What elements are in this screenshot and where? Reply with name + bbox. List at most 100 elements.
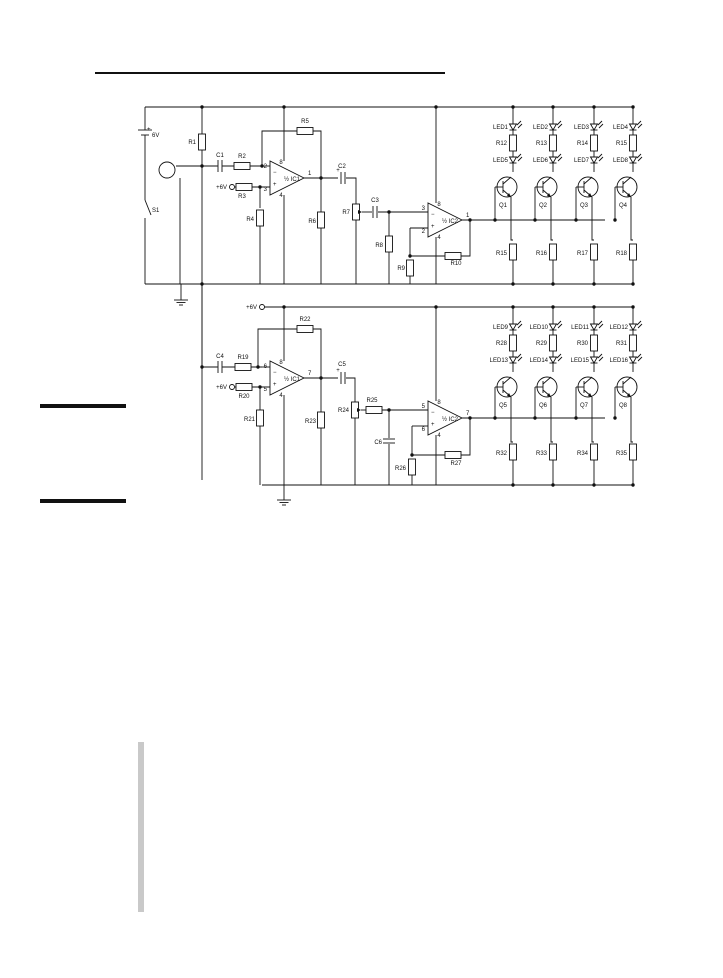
transistor-collector (502, 176, 512, 185)
top-ic2-pin-label: 3 (422, 206, 426, 212)
resistor-r26 (408, 458, 416, 476)
led-label-led14: LED14 (530, 358, 549, 364)
emitter-wire (550, 197, 553, 241)
bottom-ic1-opamp-label: ½ IC1 (284, 376, 301, 383)
resistor-r34 (590, 443, 598, 461)
resistor-label-r3: R3 (238, 194, 246, 200)
led-led12 (628, 323, 638, 331)
transistor-collector (622, 176, 632, 185)
led-led5 (508, 156, 518, 164)
junction-dot (631, 305, 635, 309)
junction-dot (408, 254, 412, 258)
junction-dot (551, 305, 555, 309)
header-rule (95, 72, 445, 74)
led-label-led6: LED6 (533, 158, 549, 164)
resistor-r12 (509, 134, 517, 152)
bottom-ic1-pin-label: 5 (264, 387, 268, 393)
resistor-r17 (590, 243, 598, 261)
junction-dot (434, 305, 438, 309)
resistor-r23 (317, 411, 325, 429)
led-ray (517, 123, 523, 129)
transistor-arrow (507, 393, 511, 397)
led-label-led2: LED2 (533, 125, 549, 131)
resistor-r22 (296, 325, 314, 333)
resistor-label-r2: R2 (238, 154, 246, 160)
emitter-wire (630, 397, 633, 443)
resistor-r25 (365, 406, 383, 414)
resistor-label-r32: R32 (496, 451, 508, 457)
resistor-r29 (549, 334, 557, 352)
junction-dot (533, 416, 537, 420)
resistor-r2 (233, 162, 251, 170)
junction-dot (319, 376, 323, 380)
junctions (200, 105, 635, 487)
resistor-label-r13: R13 (536, 141, 548, 147)
resistor-label-r4: R4 (246, 217, 254, 223)
led-led8 (628, 156, 638, 164)
top-ic1-pin-label: 3 (264, 187, 268, 193)
margin-rule-lower (40, 499, 126, 503)
led-ray (556, 120, 562, 126)
resistor-label-r19: R19 (237, 355, 249, 361)
bottom-ic2-opamp-plus: + (431, 422, 435, 428)
bottom-feedback-out (313, 328, 322, 378)
resistor-label-r25: R25 (366, 398, 378, 404)
capacitor-label-c5: C5 (338, 362, 346, 368)
capacitor-gap (217, 160, 223, 172)
resistor-label-r22: R22 (299, 317, 311, 323)
top-ic1-opamp-minus: − (273, 170, 277, 176)
c2-out (346, 177, 357, 204)
top-ic2-opamp-minus: − (431, 212, 435, 218)
resistor-label-r15: R15 (616, 141, 628, 147)
junction-dot (592, 282, 596, 286)
input-label: +6V (216, 185, 227, 191)
junction-dot (574, 218, 578, 222)
bottom-ic2-pin-label: 4 (437, 433, 441, 439)
top-ic1-pin-label: 4 (279, 193, 283, 199)
resistor-r14 (590, 134, 598, 152)
sidebar-shade-bar (138, 742, 144, 912)
junction-dot (200, 282, 204, 286)
bottom-ic1-pin-label: 6 (264, 364, 268, 370)
junction-dot (511, 305, 515, 309)
led-ray (557, 123, 563, 129)
led-ray (637, 156, 643, 162)
junction-dot (631, 483, 635, 487)
junction-dot (319, 176, 323, 180)
junction-dot (260, 164, 264, 168)
led-label-led12: LED12 (610, 325, 629, 331)
resistor-label-r12: R12 (496, 141, 508, 147)
resistor-label-r10: R10 (450, 261, 462, 267)
led-ray (637, 123, 643, 129)
led-ray (557, 356, 563, 362)
emitter-wire (591, 197, 594, 241)
capacitor-gap (340, 372, 346, 384)
led-ray (598, 156, 604, 162)
resistor-label-r5: R5 (301, 119, 309, 125)
resistor-r5 (296, 127, 314, 135)
transistor-collector (542, 176, 552, 185)
led-ray (557, 156, 563, 162)
transistor-arrow (547, 393, 551, 397)
junction-dot (551, 105, 555, 109)
led-ray (517, 323, 523, 329)
led-led2 (548, 123, 558, 131)
resistor-r32 (509, 443, 517, 461)
top-ic1-opamp-label: ½ IC1 (284, 176, 301, 183)
bottom-ic1-pin-label: 4 (279, 393, 283, 399)
transistor-collector (542, 376, 552, 385)
resistor-label-r29: R29 (536, 341, 548, 347)
transistor-label-q1: Q1 (499, 203, 508, 209)
led-ray (637, 356, 643, 362)
bottom-ic1-opamp-plus: + (273, 382, 277, 388)
switch-blade (144, 199, 152, 216)
resistor-label-r30: R30 (577, 341, 589, 347)
resistor-r6 (317, 211, 325, 229)
input-label: +6V (246, 305, 257, 311)
led-ray (516, 353, 522, 359)
resistor-label-r26: R26 (395, 466, 407, 472)
transistor-arrow (627, 393, 631, 397)
transistor-label-q8: Q8 (619, 403, 628, 409)
top-ic1-pin-label: 8 (279, 160, 283, 166)
